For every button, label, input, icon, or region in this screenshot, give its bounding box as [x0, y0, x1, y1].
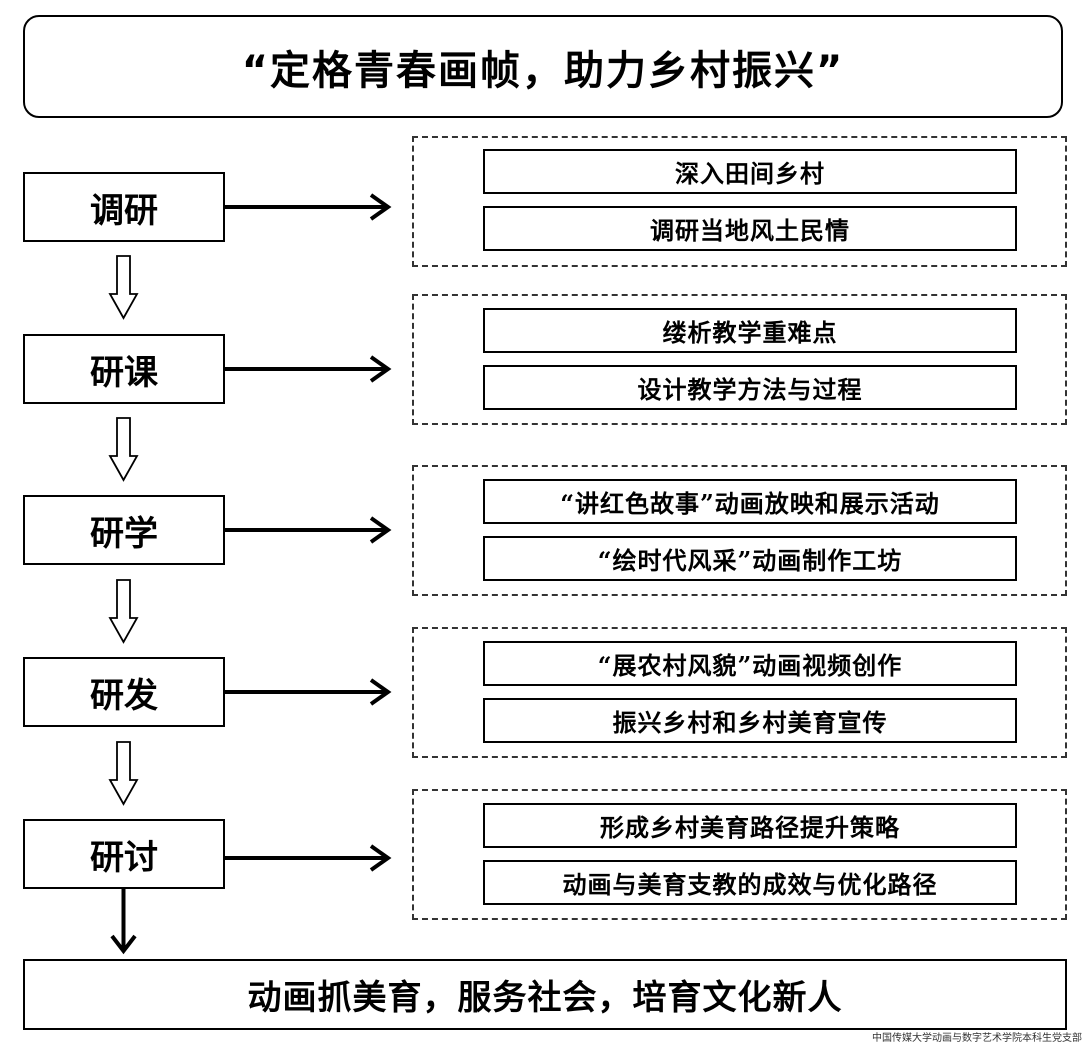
down-arrow-icon	[108, 579, 139, 644]
right-arrow-icon	[225, 516, 392, 544]
diagram-title: “定格青春画帧，助力乡村振兴”	[241, 47, 845, 94]
task-group-5: 形成乡村美育路径提升策略 动画与美育支教的成效与优化路径	[412, 789, 1067, 920]
right-arrow-icon	[225, 193, 392, 221]
task-item: “绘时代风采”动画制作工坊	[483, 536, 1017, 581]
task-item: 动画与美育支教的成效与优化路径	[483, 860, 1017, 905]
task-item: 设计教学方法与过程	[483, 365, 1017, 410]
task-item: 深入田间乡村	[483, 149, 1017, 194]
result-box: 动画抓美育，服务社会，培育文化新人	[23, 959, 1067, 1030]
task-item: 形成乡村美育路径提升策略	[483, 803, 1017, 848]
stage-box-2: 研课	[23, 334, 225, 404]
stage-label: 研讨	[90, 837, 158, 878]
task-group-4: “展农村风貌”动画视频创作 振兴乡村和乡村美育宣传	[412, 627, 1067, 758]
task-item: 振兴乡村和乡村美育宣传	[483, 698, 1017, 743]
down-arrow-icon	[108, 417, 139, 482]
stage-label: 调研	[90, 190, 158, 231]
down-arrow-icon	[108, 741, 139, 806]
stage-box-4: 研发	[23, 657, 225, 727]
right-arrow-icon	[225, 355, 392, 383]
stage-box-1: 调研	[23, 172, 225, 242]
down-arrow-icon	[110, 889, 137, 955]
stage-label: 研课	[90, 352, 158, 393]
task-group-2: 缕析教学重难点 设计教学方法与过程	[412, 294, 1067, 425]
watermark: 中国传媒大学动画与数字艺术学院本科生党支部	[872, 1033, 1082, 1044]
right-arrow-icon	[225, 844, 392, 872]
stage-box-3: 研学	[23, 495, 225, 565]
stage-label: 研发	[90, 675, 158, 716]
task-item: 缕析教学重难点	[483, 308, 1017, 353]
stage-label: 研学	[90, 513, 158, 554]
title-box: “定格青春画帧，助力乡村振兴”	[23, 15, 1063, 118]
task-group-3: “讲红色故事”动画放映和展示活动 “绘时代风采”动画制作工坊	[412, 465, 1067, 596]
result-label: 动画抓美育，服务社会，培育文化新人	[247, 978, 843, 1018]
stage-box-5: 研讨	[23, 819, 225, 889]
task-group-1: 深入田间乡村 调研当地风土民情	[412, 136, 1067, 267]
right-arrow-icon	[225, 678, 392, 706]
task-item: “展农村风貌”动画视频创作	[483, 641, 1017, 686]
task-item: “讲红色故事”动画放映和展示活动	[483, 479, 1017, 524]
task-item: 调研当地风土民情	[483, 206, 1017, 251]
down-arrow-icon	[108, 255, 139, 320]
